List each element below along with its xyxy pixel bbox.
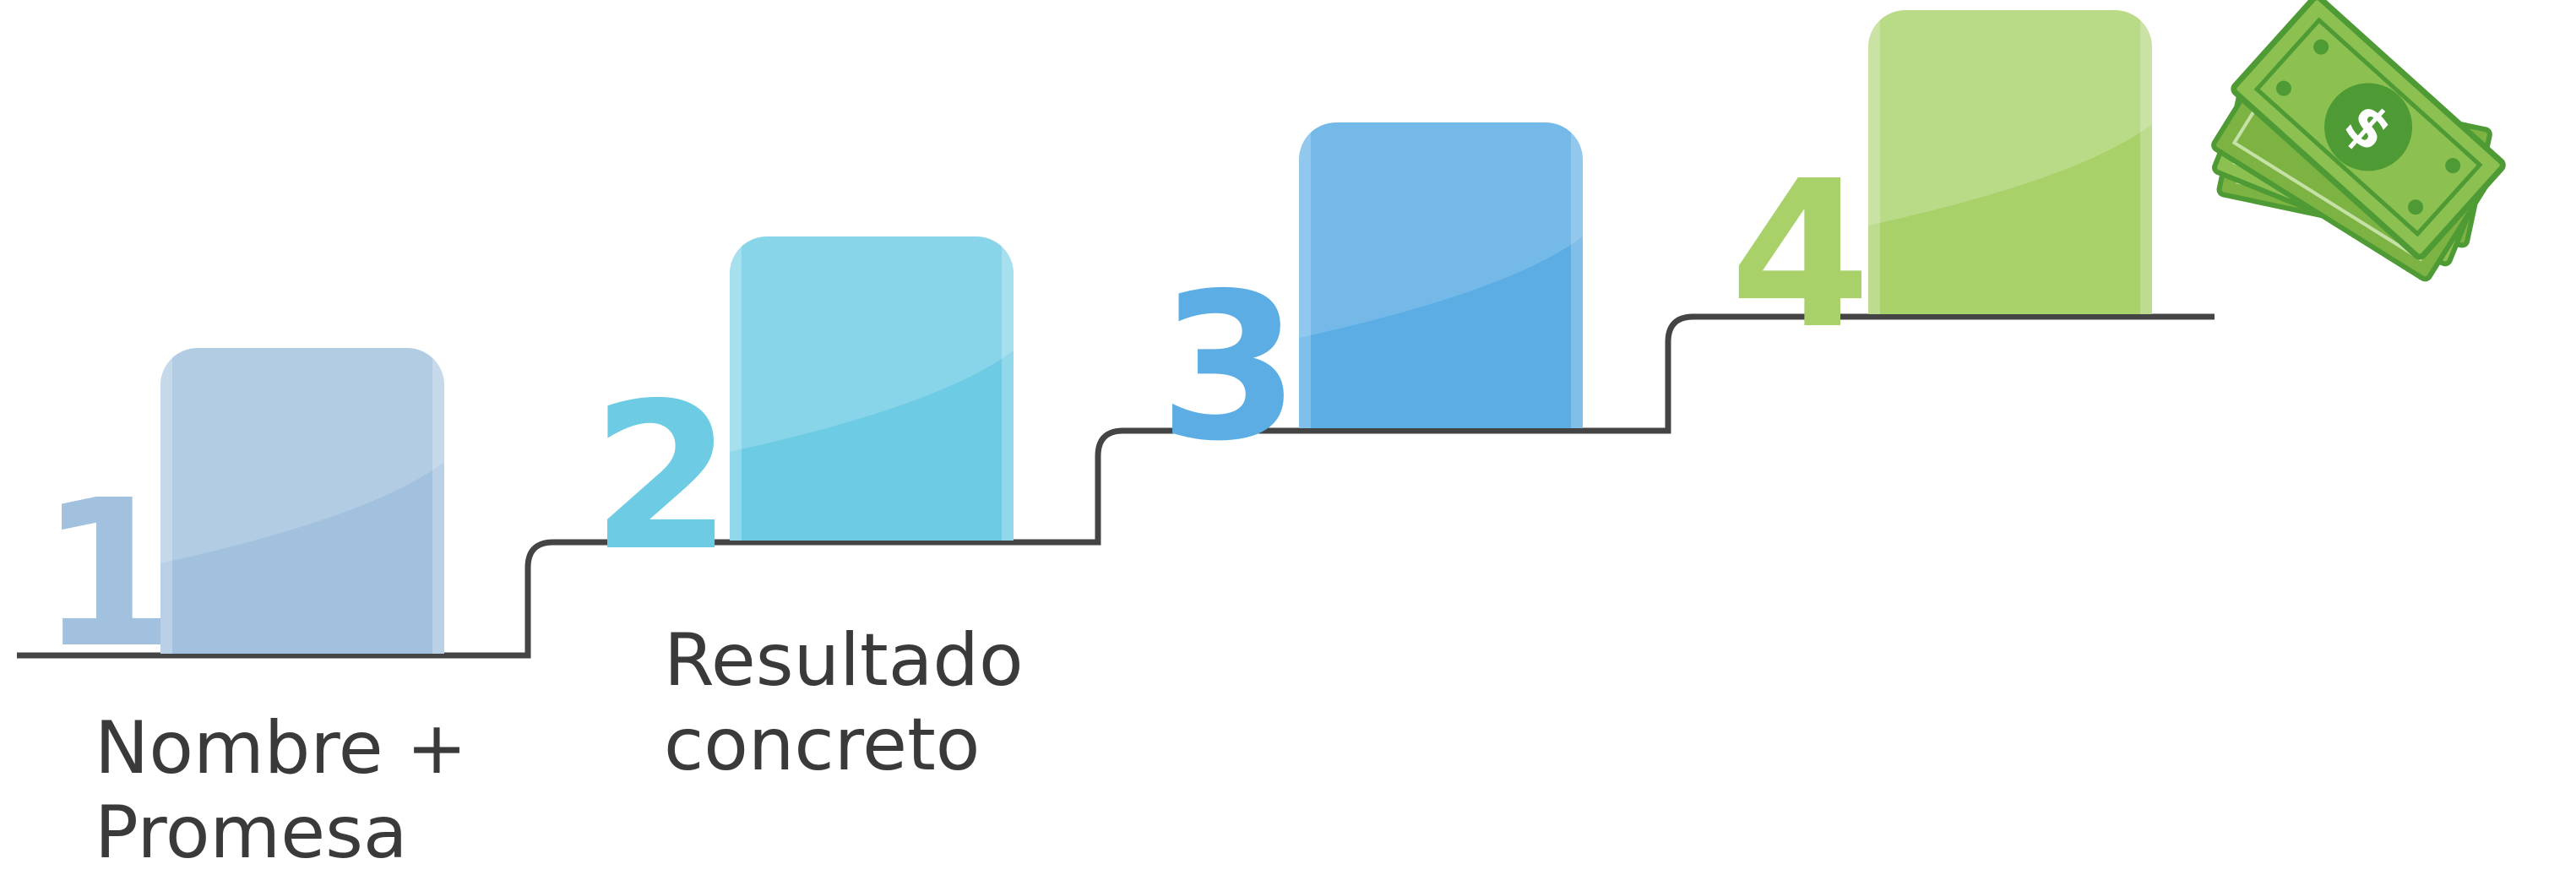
step-2-block bbox=[730, 236, 1014, 541]
money-stack-icon: $ bbox=[2211, 0, 2506, 282]
step-2-caption-line-1: Resultado bbox=[664, 618, 1024, 703]
step-1-caption-line-1: Nombre + bbox=[95, 706, 468, 791]
step-2-caption: Resultado concreto bbox=[664, 618, 1024, 787]
step-1-number: 1 bbox=[39, 456, 180, 693]
step-1-shine bbox=[160, 348, 444, 654]
step-3-number: 3 bbox=[1159, 249, 1300, 486]
step-2-caption-line-2: concreto bbox=[664, 703, 981, 787]
step-4-number: 4 bbox=[1730, 137, 1871, 373]
step-2-number: 2 bbox=[591, 359, 732, 595]
step-2-shine bbox=[730, 236, 1014, 541]
step-1-caption: Nombre + Promesa bbox=[95, 706, 467, 875]
step-3-shine bbox=[1299, 122, 1583, 428]
step-4-block bbox=[1868, 10, 2152, 314]
step-4-shine bbox=[1868, 10, 2152, 314]
staircase-line bbox=[17, 313, 2215, 659]
step-1-block bbox=[160, 348, 444, 654]
step-1-caption-line-2: Promesa bbox=[95, 791, 408, 875]
step-3-block bbox=[1299, 122, 1583, 428]
